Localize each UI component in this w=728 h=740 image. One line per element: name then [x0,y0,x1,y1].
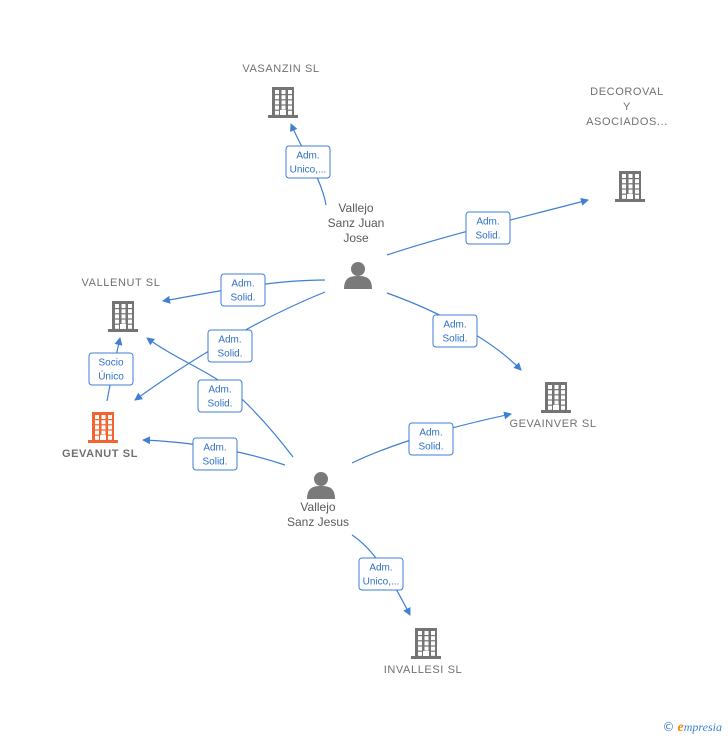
node-label: INVALLESI SL [384,664,463,676]
node-label: Sanz Juan [328,216,385,230]
building-icon [268,87,298,118]
edge-label-box[interactable] [432,314,478,348]
edge-label-box[interactable] [88,352,134,386]
building-icon [541,382,571,413]
edge-label-line: Adm. [231,279,254,290]
edge-jj-decoroval[interactable]: Adm. Solid. [386,197,589,256]
edge-label-line: Solid. [442,334,467,345]
node-label: Jose [343,231,369,245]
building-icon [411,628,441,659]
node-label: GEVAINVER SL [509,418,596,430]
copyright-icon: © [662,720,675,734]
edge-label-line: Solid. [217,349,242,360]
node-gevanut[interactable]: GEVANUT SL [62,412,138,460]
edge-label-box[interactable] [220,273,266,307]
edge-jj-vallenut[interactable]: Adm. Solid. [162,273,326,307]
edge-label-box[interactable] [192,437,238,471]
brand-logo-initial: e [677,720,684,735]
node-label: VASANZIN SL [242,63,319,75]
edge-label-line: Adm. [443,320,466,331]
edge-label-line: Adm. [419,428,442,439]
edge-label-line: Solid. [202,457,227,468]
node-invallesi[interactable]: INVALLESI SL [384,628,463,676]
edge-label-line: Adm. [476,217,499,228]
edge-label-box[interactable] [465,211,511,245]
node-vasanzin[interactable]: VASANZIN SL [242,63,319,118]
edge-jj-vasanzin[interactable]: Adm. Unico,... [285,123,331,206]
edge-jesus-gevanut[interactable]: Adm. Solid. [142,436,286,471]
edge-jesus-invallesi[interactable]: Adm. Unico,... [351,534,411,616]
building-icon [108,301,138,332]
node-label: Y [623,101,631,113]
node-label: VALLENUT SL [82,277,161,289]
edge-jj-gevainver[interactable]: Adm. Solid. [386,292,522,371]
node-label: Vallejo [338,201,373,215]
edge-jesus-gevainver[interactable]: Adm. Solid. [351,411,512,464]
node-label: GEVANUT SL [62,448,138,460]
node-vallenut[interactable]: VALLENUT SL [82,277,161,332]
building-icon [615,171,645,202]
node-label: Sanz Jesus [287,515,349,529]
nodes-layer: VASANZIN SL DECOROVAL Y ASOCIADOS... VALLENU… [62,63,668,676]
edge-label-line: Solid. [475,231,500,242]
edge-label-box[interactable] [285,145,331,179]
edge-jj-gevanut[interactable]: Adm. Solid. [134,291,326,401]
edge-label-line: Adm. [369,563,392,574]
node-label: Vallejo [300,500,335,514]
edge-label-line: Único [98,370,124,383]
person-icon [307,472,335,499]
edge-label-box[interactable] [408,422,454,456]
edge-jesus-vallenut[interactable]: Adm. Solid. [146,337,294,458]
person-icon [344,262,372,289]
edge-label-line: Solid. [418,442,443,453]
edge-label-box[interactable] [197,379,243,413]
node-label: ASOCIADOS... [586,116,668,128]
building-icon [88,412,118,443]
edges-layer: Adm. Unico,... Adm. Solid. Adm. Solid. Adm. Sol… [88,123,589,616]
edge-label-box[interactable] [358,557,404,591]
node-decoroval[interactable]: DECOROVAL Y ASOCIADOS... [586,86,668,202]
footer-brand[interactable]: © empresia [663,720,722,736]
edge-label-line: Solid. [230,293,255,304]
edge-label-line: Socio [98,358,123,369]
edge-label-line: Adm. [208,385,231,396]
edge-label-line: Adm. [296,151,319,162]
edge-label-line: Solid. [207,399,232,410]
edge-label-line: Unico,... [290,165,327,176]
edge-label-box[interactable] [207,329,253,363]
edge-label-line: Unico,... [363,577,400,588]
node-gevainver[interactable]: GEVAINVER SL [509,382,596,430]
edge-label-line: Adm. [203,443,226,454]
node-label: DECOROVAL [590,86,664,98]
brand-logo-text: mpresia [683,720,722,734]
edge-label-line: Adm. [218,335,241,346]
